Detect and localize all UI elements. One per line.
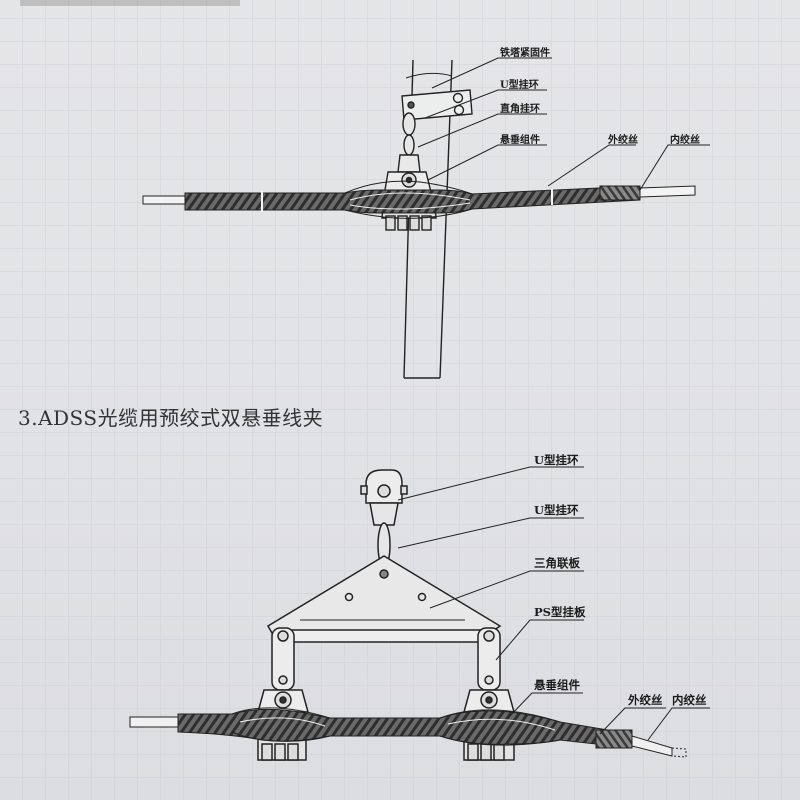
section-heading: 3.ADSS光缆用预绞式双悬垂线夹 [18,406,324,430]
label-u-shackle-2b: U型挂环 [534,503,579,517]
diagram2-cable [129,707,687,758]
label-suspension-unit-2: 悬垂组件 [534,678,580,692]
diagram1-leader-lines [417,57,710,191]
diagram1-drawing [381,59,473,379]
label-inner-rods-2: 内绞丝 [672,693,707,707]
label-ps-link-plate: PS型挂板 [534,605,586,619]
label-outer-rods-2: 外绞丝 [628,693,663,707]
label-inner-rods-1: 内绞丝 [670,135,700,146]
label-suspension-unit-1: 悬垂组件 [500,135,540,146]
label-yoke-plate: 三角联板 [534,556,580,570]
label-outer-rods-1: 外绞丝 [608,135,638,146]
diagram1-cable [142,180,696,219]
label-u-shackle-2a: U型挂环 [534,453,579,467]
diagram2-drawing [257,469,515,761]
label-u-shackle-1: U型挂环 [500,80,539,91]
diagram2-leader-lines [397,466,710,741]
label-right-angle-ring: 直角挂环 [500,104,540,115]
top-cropped-text [20,0,240,6]
label-tower-clamp: 铁塔紧固件 [500,48,550,59]
